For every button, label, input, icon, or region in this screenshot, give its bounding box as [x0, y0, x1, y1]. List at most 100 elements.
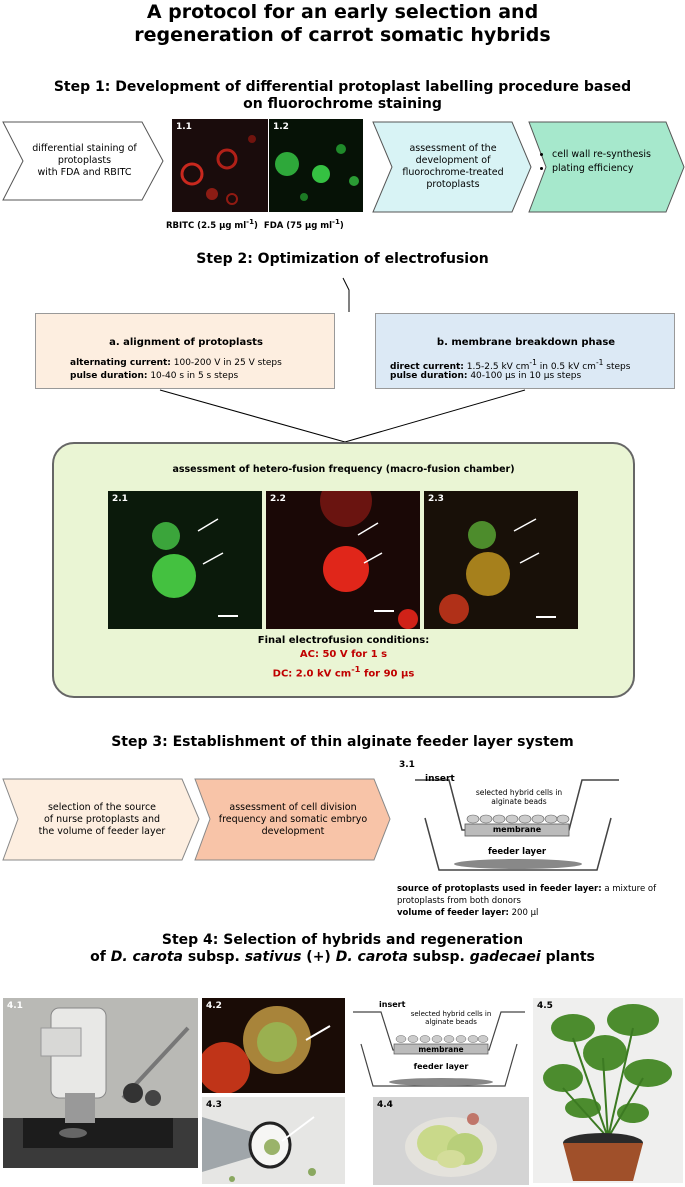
photo-4-5: 4.5	[533, 998, 683, 1183]
step4-heading-line1: Step 4: Selection of hybrids and regener…	[161, 932, 524, 948]
step3-arrow-selection: selection of the source of nurse protopl…	[2, 778, 200, 861]
box-membrane-line2-bold: pulse duration:	[390, 371, 468, 381]
diagram-beads-line2: alginate beads	[491, 797, 547, 806]
photo-4-5-label: 4.5	[537, 1001, 553, 1011]
step3-arrow1-line3: the volume of feeder layer	[38, 825, 166, 837]
box-membrane-title: b. membrane breakdown phase	[436, 337, 616, 348]
final-conditions-title: Final electrofusion conditions:	[257, 635, 430, 646]
step1-arrow2-line3: fluorochrome-treated	[402, 167, 504, 178]
final-dc-sup: -1	[351, 664, 361, 674]
step3-arrow2-line2: frequency and somatic embryo	[218, 813, 368, 825]
step1-arrow-assessment: assessment of the development of fluoroc…	[372, 121, 532, 213]
step3-heading: Step 3: Establishment of thin alginate f…	[111, 734, 574, 750]
box-membrane-line2: pulse duration: 40-100 μs in 10 μs steps	[390, 370, 581, 383]
photo-2-2-label: 2.2	[270, 494, 286, 504]
final-dc-pre: DC: 2.0 kV cm	[272, 668, 352, 680]
step2-heading: Step 2: Optimization of electrofusion	[196, 251, 489, 267]
title-line-1: A protocol for an early selection and	[146, 1, 539, 23]
photo-2-3: 2.3	[424, 491, 578, 629]
box-alignment: a. alignment of protoplasts alternating …	[35, 313, 335, 389]
caption-fda-end: )	[339, 220, 344, 231]
box-alignment-line2-text: 10-40 s in 5 s steps	[147, 371, 239, 381]
small-diagram-membrane-label: membrane	[418, 1045, 464, 1054]
step4-h-mid3: subsp.	[407, 949, 470, 965]
photo-4-1-label: 4.1	[7, 1001, 23, 1011]
step1-arrow1-line2: protoplasts	[57, 155, 112, 166]
small-diagram-beads-line2: alginate beads	[425, 1018, 477, 1026]
feeder-layer-notes: source of protoplasts used in feeder lay…	[397, 883, 682, 919]
photo-4-1: 4.1	[3, 998, 198, 1168]
step4-h-pre: of	[90, 949, 111, 965]
step2-connectors	[159, 277, 526, 443]
step4-h-post: plants	[540, 949, 595, 965]
photo-2-3-label: 2.3	[428, 494, 444, 504]
caption-rbitc-sup: -1	[246, 217, 255, 226]
photo-4-4-label: 4.4	[377, 1100, 393, 1110]
box-alignment-line1-bold: alternating current:	[70, 358, 171, 368]
final-conditions: Final electrofusion conditions: AC: 50 V…	[54, 634, 633, 681]
diagram-beads-line1: selected hybrid cells in	[475, 788, 563, 797]
step1-arrow-outcomes: cell wall re-synthesis plating efficienc…	[528, 121, 685, 213]
note-source-line2: protoplasts from both donors	[397, 896, 521, 906]
step1-arrow2-line1: assessment of the	[409, 143, 497, 154]
assessment-title: assessment of hetero-fusion frequency (m…	[172, 464, 515, 475]
box-alignment-line1: alternating current: 100-200 V in 25 V s…	[70, 357, 282, 370]
photo-2-1: 2.1	[108, 491, 262, 629]
caption-fda: FDA (75 μg ml	[263, 220, 333, 231]
title-line-2: regeneration of carrot somatic hybrids	[134, 24, 551, 46]
box-membrane-line1-post: steps	[603, 362, 631, 372]
note-source: source of protoplasts used in feeder lay…	[397, 883, 682, 895]
step3-arrow2-line3: development	[261, 825, 325, 837]
step1-outcome-list: cell wall re-synthesis plating efficienc…	[540, 148, 651, 176]
feeder-layer-diagram-small: insert selected hybrid cells in alginate…	[349, 998, 527, 1093]
step1-arrow2-line4: protoplasts	[426, 179, 480, 190]
step3-arrow1-line2: of nurse protoplasts and	[43, 813, 161, 825]
diagram-feeder-label: feeder layer	[487, 847, 547, 857]
photo-1-1-label: 1.1	[176, 122, 192, 132]
step1-heading-line-1: Step 1: Development of differential prot…	[53, 79, 632, 95]
diagram-3-1-label: 3.1	[399, 760, 415, 770]
step4-h-i3: D. carota	[335, 949, 408, 965]
photo-1-1: 1.1	[172, 119, 268, 212]
small-diagram-feeder-label: feeder layer	[413, 1062, 469, 1071]
diagram-beads-label: selected hybrid cells in alginate beads	[465, 788, 573, 806]
box-alignment-title: a. alignment of protoplasts	[109, 337, 263, 348]
step1-arrow1-line3: with FDA and RBITC	[37, 167, 132, 178]
final-dc-post: for 90 μs	[360, 668, 415, 680]
box-membrane-sup2: -1	[595, 358, 604, 367]
photo-1-2: 1.2	[269, 119, 363, 212]
page-title: A protocol for an early selection and re…	[0, 0, 685, 47]
photo-1-2-label: 1.2	[273, 122, 289, 132]
photo-2-1-label: 2.1	[112, 494, 128, 504]
step3-arrow1-line1: selection of the source	[47, 801, 157, 813]
step4-h-i4: gadecaei	[469, 949, 541, 965]
note-volume-bold: volume of feeder layer:	[397, 908, 509, 918]
photo-4-3: 4.3	[202, 1097, 345, 1184]
small-diagram-beads-label: selected hybrid cells in alginate beads	[399, 1010, 503, 1026]
diagram-membrane-label: membrane	[492, 825, 542, 834]
box-alignment-line1-text: 100-200 V in 25 V steps	[170, 358, 282, 368]
box-membrane-line2-text: 40-100 μs in 10 μs steps	[467, 371, 582, 381]
note-volume-text: 200 μl	[508, 908, 539, 918]
small-diagram-beads-line1: selected hybrid cells in	[410, 1010, 492, 1018]
step4-heading-line2: of D. carota subsp. sativus (+) D. carot…	[0, 949, 685, 966]
note-volume: volume of feeder layer: 200 μl	[397, 907, 682, 919]
caption-rbitc-end: )	[254, 220, 258, 231]
step1-arrow1-line1: differential staining of	[32, 143, 137, 154]
note-source-text: a mixture of	[601, 884, 657, 894]
bullet-plating-efficiency: plating efficiency	[552, 162, 651, 176]
step4-h-i2: sativus	[244, 949, 302, 965]
final-ac: AC: 50 V for 1 s	[299, 649, 388, 660]
bullet-cell-wall: cell wall re-synthesis	[552, 148, 651, 162]
photo-4-4: 4.4	[373, 1097, 529, 1185]
box-membrane-line1: direct current: 1.5-2.5 kV cm-1 in 0.5 k…	[390, 356, 630, 374]
step4-h-mid1: subsp.	[182, 949, 245, 965]
box-alignment-line2: pulse duration: 10-40 s in 5 s steps	[70, 370, 238, 383]
step1-arrow-staining: differential staining of protoplasts wit…	[2, 121, 164, 201]
small-diagram-insert-label: insert	[379, 1000, 406, 1009]
caption-rbitc: RBITC (2.5 μg ml	[166, 220, 247, 231]
box-membrane-line1-bold: direct current:	[390, 362, 464, 372]
box-membrane-line1-pre: 1.5-2.5 kV cm	[463, 362, 530, 372]
photo-2-2: 2.2	[266, 491, 420, 629]
step4-h-mid2: (+)	[301, 949, 336, 965]
